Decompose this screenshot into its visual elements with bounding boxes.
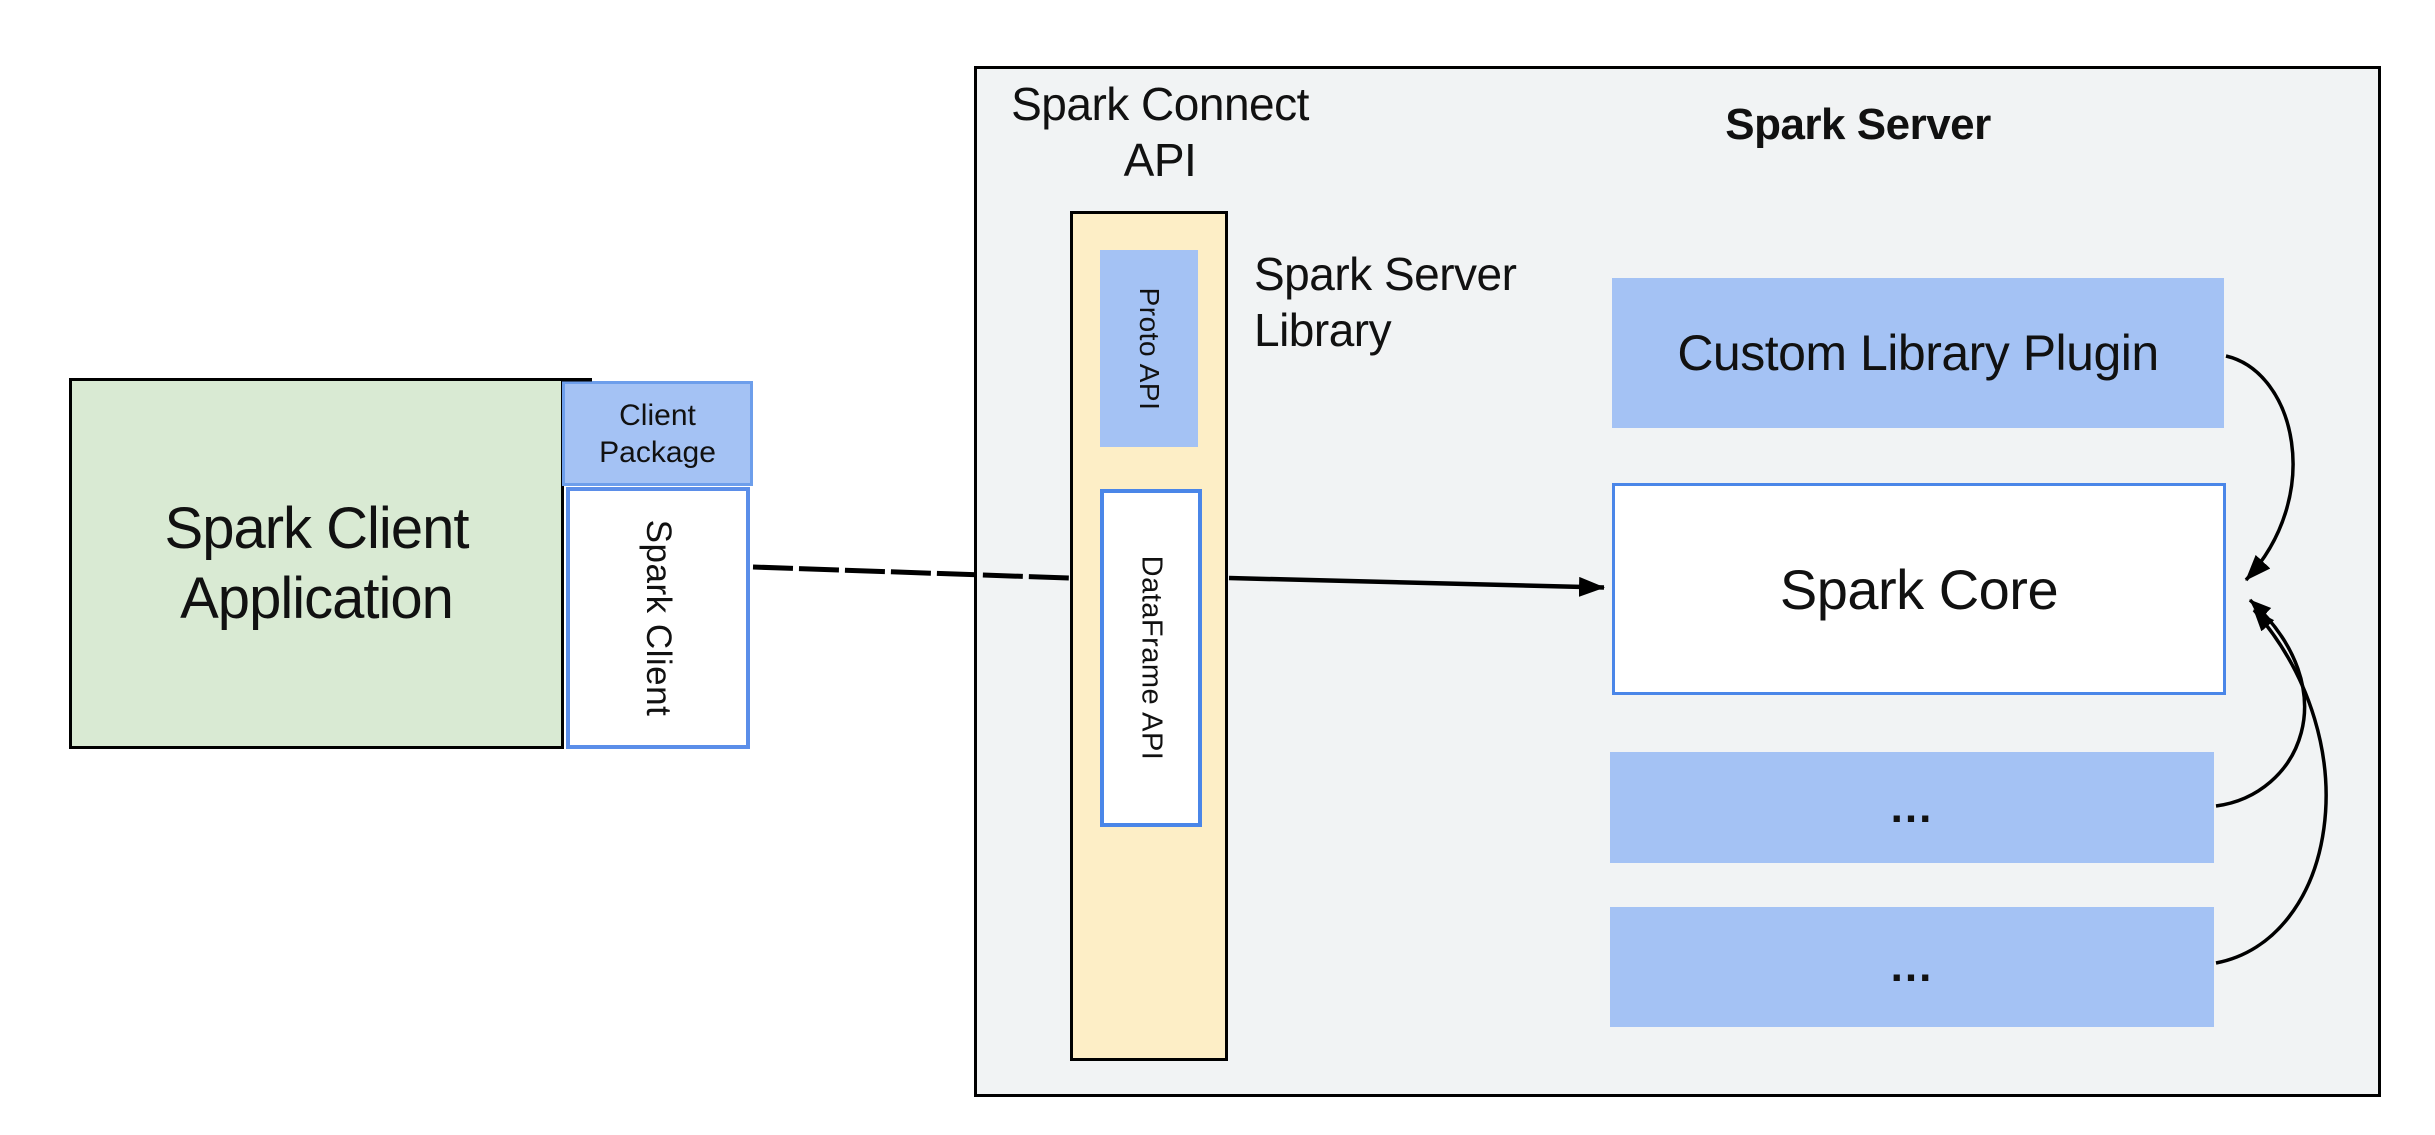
client-package-box: Client Package	[562, 381, 753, 486]
placeholder-dots-2: ...	[1890, 942, 1934, 991]
server-placeholder-box-1: ...	[1610, 752, 2214, 863]
custom-library-plugin-box: Custom Library Plugin	[1612, 278, 2224, 428]
spark-server-title: Spark Server	[1725, 100, 1991, 149]
spark-core-box: Spark Core	[1612, 483, 2226, 695]
placeholder-dots-1: ...	[1890, 782, 1934, 832]
proto-api-box: Proto API	[1100, 250, 1198, 447]
spark-client-application-label: Spark Client Application	[164, 495, 470, 631]
spark-client-label: Spark Client	[639, 519, 678, 717]
spark-core-label: Spark Core	[1779, 557, 2059, 621]
client-package-label: Client Package	[599, 398, 716, 469]
dataframe-api-box: DataFrame API	[1100, 489, 1202, 827]
spark-client-application-box: Spark Client Application	[69, 378, 564, 749]
proto-api-label: Proto API	[1134, 287, 1165, 410]
spark-client-box: Spark Client	[566, 487, 750, 749]
spark-server-library-label: Spark Server Library	[1254, 248, 1517, 356]
server-placeholder-box-2: ...	[1610, 907, 2214, 1027]
dataframe-api-label: DataFrame API	[1135, 555, 1168, 761]
spark-connect-api-title: Spark Connect API	[1011, 78, 1309, 186]
custom-library-plugin-label: Custom Library Plugin	[1677, 325, 2159, 381]
